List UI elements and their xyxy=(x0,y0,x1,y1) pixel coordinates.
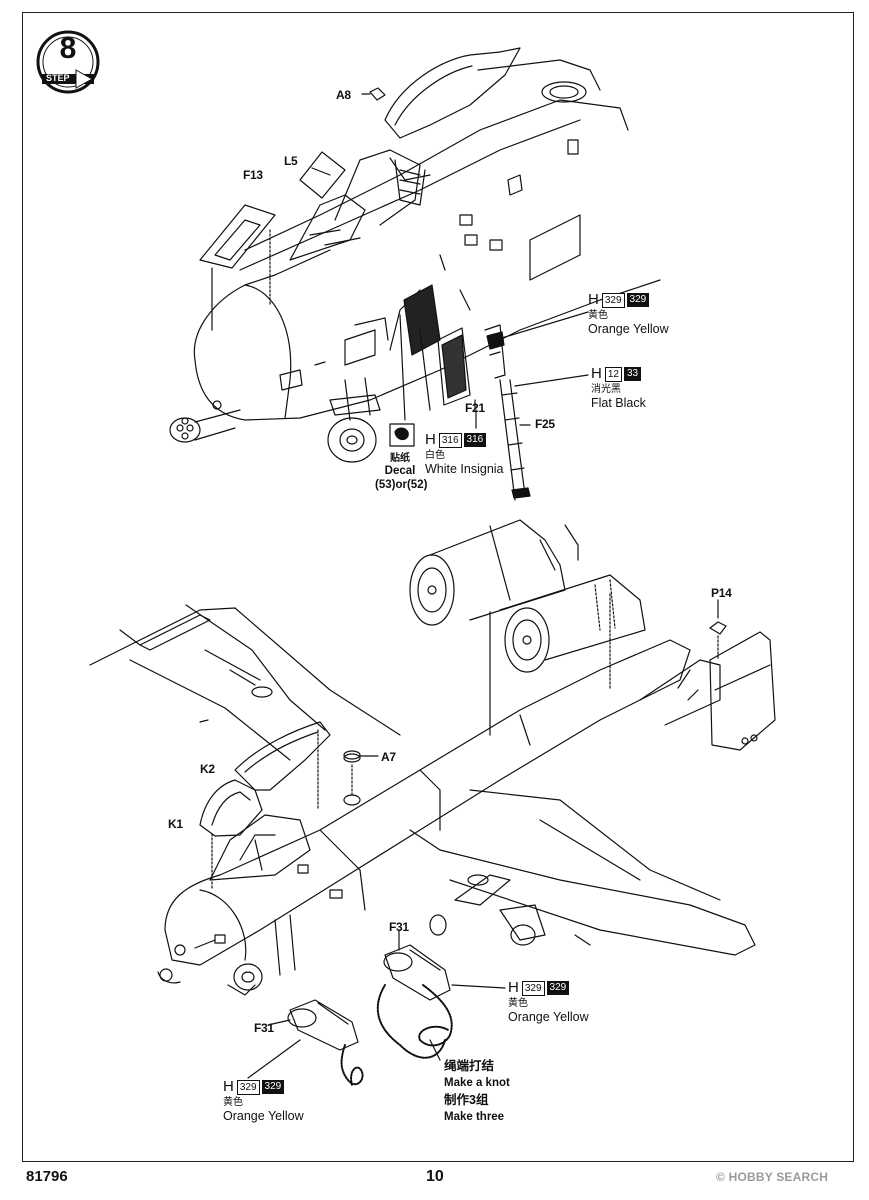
paint-code-1: 12 xyxy=(604,366,622,382)
paint-code-2: 329 xyxy=(261,1080,285,1094)
paint-name-en: Orange Yellow xyxy=(588,322,669,336)
part-label-f31-top: F31 xyxy=(389,920,409,934)
paint-name-en: Orange Yellow xyxy=(508,1010,589,1024)
paint-code-2: 329 xyxy=(626,293,650,307)
decal-label-en: Decal xyxy=(384,465,416,477)
paint-code-1: 316 xyxy=(438,432,462,448)
part-label-f21: F21 xyxy=(465,401,485,415)
part-L5-shape xyxy=(299,151,346,199)
paint-name-cn: 黄色 xyxy=(223,1097,243,1108)
step-badge-icon xyxy=(36,30,100,94)
paint-callout-white-insignia: H 316 316 白色 White Insignia xyxy=(425,432,504,477)
kit-code: 81796 xyxy=(26,1168,68,1185)
part-label-l5: L5 xyxy=(284,154,298,168)
paint-name-cn: 黄色 xyxy=(588,310,608,321)
upper-fuselage-drawing xyxy=(169,47,661,463)
paint-name-en: Flat Black xyxy=(591,396,646,410)
paint-code-2: 316 xyxy=(463,433,487,447)
paint-code-2: 33 xyxy=(623,367,642,381)
step-badge: 8 STEP xyxy=(36,30,100,94)
part-label-k2: K2 xyxy=(200,762,215,776)
paint-code-2: 329 xyxy=(546,981,570,995)
step-number: 8 xyxy=(59,32,77,65)
paint-h: H xyxy=(425,431,436,448)
part-label-p14: P14 xyxy=(711,586,732,600)
knot-line-cn-2: 制作3组 xyxy=(444,1093,489,1107)
part-label-f13: F13 xyxy=(243,168,263,182)
knot-line-en-1: Make a knot xyxy=(444,1077,510,1089)
paint-name-en: White Insignia xyxy=(425,462,504,476)
part-label-k1: K1 xyxy=(168,817,183,831)
paint-callout-orange-yellow-left: H 329 329 黄色 Orange Yellow xyxy=(223,1079,304,1124)
paint-name-cn: 黄色 xyxy=(508,998,528,1009)
lower-aircraft-drawing xyxy=(89,519,776,996)
paint-name-cn: 消光黑 xyxy=(591,384,621,395)
part-label-a8: A8 xyxy=(336,88,351,102)
page-frame xyxy=(22,12,854,1162)
part-label-f31-left: F31 xyxy=(254,1021,274,1035)
step-label: STEP xyxy=(46,73,70,83)
decal-callout: 贴纸 Decal (53)or(52) xyxy=(375,449,428,492)
knot-line-en-2: Make three xyxy=(444,1111,505,1123)
paint-code-1: 329 xyxy=(521,980,545,996)
paint-h: H xyxy=(508,979,519,996)
part-label-a7: A7 xyxy=(381,750,396,764)
part-label-f25: F25 xyxy=(535,417,555,431)
paint-h: H xyxy=(588,291,599,308)
decal-label-cn: 贴纸 xyxy=(390,453,410,464)
watermark: © HOBBY SEARCH xyxy=(716,1170,829,1184)
paint-callout-orange-yellow-upper: H 329 329 黄色 Orange Yellow xyxy=(588,292,669,337)
paint-name-en: Orange Yellow xyxy=(223,1109,304,1123)
decal-ref: (53)or(52) xyxy=(375,479,428,491)
paint-h: H xyxy=(223,1078,234,1095)
page-number: 10 xyxy=(426,1168,444,1185)
paint-h: H xyxy=(591,365,602,382)
paint-name-cn: 白色 xyxy=(425,450,445,461)
knot-line-cn-1: 绳端打结 xyxy=(444,1059,495,1073)
paint-code-1: 329 xyxy=(236,1079,260,1095)
paint-callout-orange-yellow-right: H 329 329 黄色 Orange Yellow xyxy=(508,980,589,1025)
paint-callout-flat-black: H 12 33 消光黑 Flat Black xyxy=(591,366,646,411)
paint-code-1: 329 xyxy=(601,292,625,308)
knot-instructions: 绳端打结 Make a knot 制作3组 Make three xyxy=(444,1058,510,1126)
